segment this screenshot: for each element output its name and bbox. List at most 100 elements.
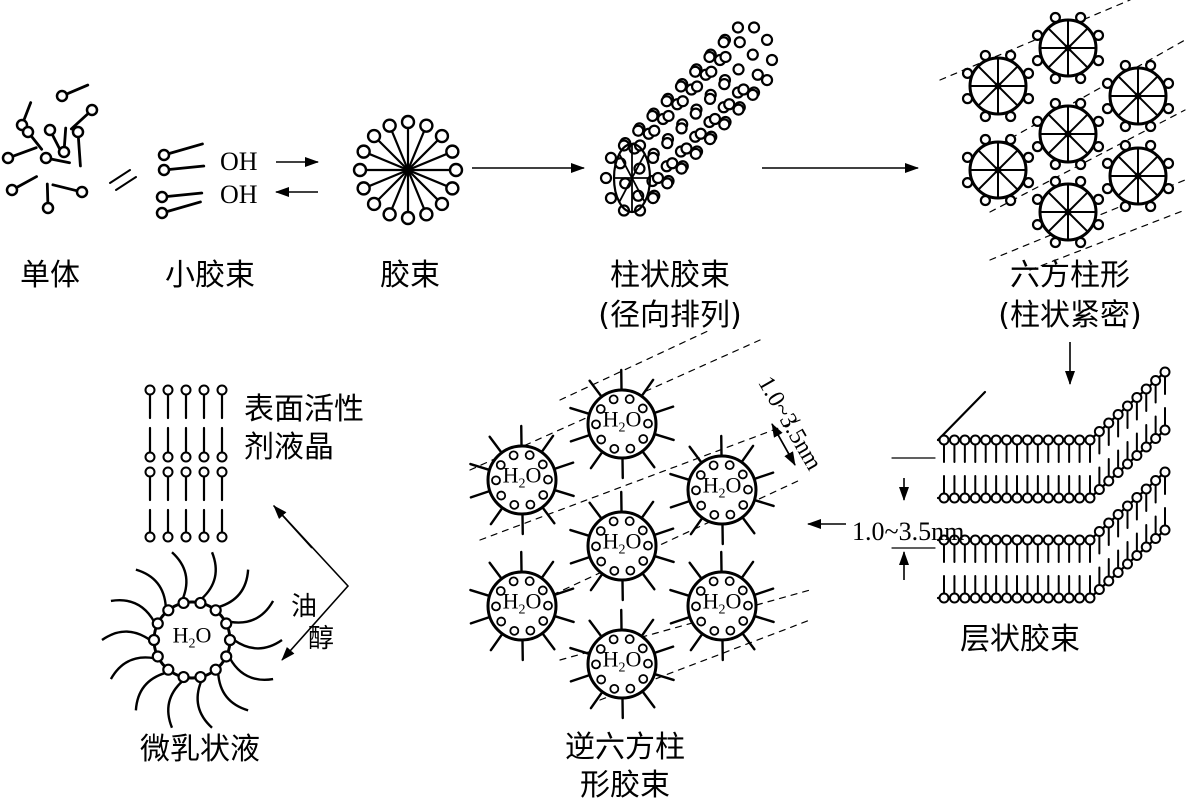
lc-head — [198, 466, 210, 478]
emulsion-tail — [228, 657, 274, 681]
hex-rod-head — [961, 67, 974, 79]
reverse-tail — [640, 618, 655, 638]
hex-rod-head — [1092, 193, 1105, 205]
lamellar-head — [1021, 534, 1033, 546]
reverse-head — [637, 643, 648, 654]
lamellar-head — [990, 534, 1002, 546]
emulsion-head — [223, 633, 237, 647]
reverse-head — [495, 586, 506, 596]
hex-rod-head — [1049, 175, 1061, 188]
hex-rod-head — [1101, 183, 1114, 195]
surfactant-tail — [65, 83, 90, 96]
emulsion-head — [194, 670, 207, 684]
rod-head — [732, 103, 745, 116]
lamellar-head — [1084, 534, 1096, 546]
rod-head — [666, 157, 679, 170]
reverse-head — [596, 556, 607, 567]
lamellar-head — [948, 434, 960, 446]
hex-rod-head — [1092, 115, 1105, 127]
micelle-head — [434, 196, 450, 212]
reverse-head — [596, 434, 607, 445]
micelle-tail — [406, 168, 448, 188]
reverse-tail — [488, 561, 503, 580]
reverse-head — [609, 443, 620, 454]
hex-axis-guide — [989, 39, 1186, 151]
lamellar-head — [1032, 592, 1044, 604]
small-micelle-molecules — [155, 142, 206, 220]
emulsion-tail — [109, 656, 155, 680]
micelle-tail — [377, 139, 410, 172]
lc-head — [180, 531, 192, 543]
surfactant-tail — [76, 135, 82, 168]
surfactant-tail — [22, 101, 33, 122]
reverse-head — [695, 586, 706, 596]
reverse-head — [643, 540, 653, 551]
rod-head — [708, 112, 722, 126]
reverse-head — [724, 576, 735, 587]
reverse-head — [496, 490, 507, 501]
reverse-head — [609, 565, 620, 576]
reverse-tail — [540, 560, 555, 580]
reverse-head — [724, 460, 735, 471]
reverse-head — [737, 585, 748, 596]
oh-group-bottom: OH — [220, 180, 258, 209]
micelle-tail — [406, 139, 439, 172]
rod-cross-tail — [631, 153, 646, 179]
reverse-tail — [641, 572, 656, 591]
surfactant-head — [85, 103, 99, 117]
surfactant-tail — [14, 175, 38, 190]
hex-rod-head — [1119, 139, 1131, 152]
lamellar-head — [1112, 509, 1124, 520]
lamellar-head — [1093, 584, 1105, 595]
rod-head — [718, 78, 731, 91]
lamellar-micelle — [891, 366, 1171, 604]
hex-rod-tail — [977, 65, 999, 87]
lamellar-head — [1001, 434, 1013, 446]
oh-group-top: OH — [220, 147, 258, 176]
lc-head — [198, 384, 210, 396]
reverse-axis-guide — [559, 329, 711, 401]
rod-head — [689, 65, 702, 78]
reverse-head — [696, 616, 707, 627]
hex-rod-tail — [1067, 113, 1089, 135]
reverse-tail — [752, 587, 775, 597]
emulsion-head — [220, 617, 233, 630]
rod-head — [646, 109, 659, 123]
lamellar-head — [1063, 492, 1075, 504]
surfactant-head — [157, 163, 171, 177]
reverse-head — [608, 634, 619, 645]
equilibrium-mark — [115, 176, 137, 191]
reverse-head — [509, 499, 520, 510]
lamellar-head — [1122, 558, 1133, 570]
lamellar-head — [990, 492, 1002, 504]
emulsion-tail — [200, 551, 217, 600]
hex-rod-head — [1022, 67, 1035, 79]
lamellar-head — [1103, 475, 1115, 487]
micelle-head — [445, 181, 460, 196]
hex-rod-head — [1092, 29, 1105, 41]
emulsion-head — [162, 663, 175, 676]
micelle-head — [400, 210, 416, 226]
lamellar-head — [1131, 392, 1143, 403]
micelle-head — [445, 144, 460, 159]
lamellar-head — [1053, 592, 1065, 604]
lamellar-head — [1053, 434, 1065, 446]
micelle-head — [400, 114, 416, 130]
lamellar-head — [1103, 575, 1115, 587]
micelle-tail — [368, 152, 410, 172]
label-small-micelle: 小胶束 — [165, 258, 255, 293]
emulsion-tail — [216, 672, 249, 712]
hex-rod-tail — [997, 65, 1019, 87]
reverse-head — [708, 576, 719, 587]
reverse-head — [543, 474, 553, 485]
hex-rod-head — [1031, 115, 1044, 127]
reverse-tail — [489, 632, 504, 652]
label-microemulsion: 微乳状液 — [140, 732, 260, 767]
reverse-tail — [569, 646, 591, 656]
reverse-head — [524, 576, 535, 587]
lamellar-head — [1159, 424, 1171, 436]
hex-axis-guide — [939, 0, 1131, 81]
reverse-head — [708, 460, 719, 471]
micelle-tail — [390, 168, 410, 210]
reverse-head — [525, 625, 536, 636]
